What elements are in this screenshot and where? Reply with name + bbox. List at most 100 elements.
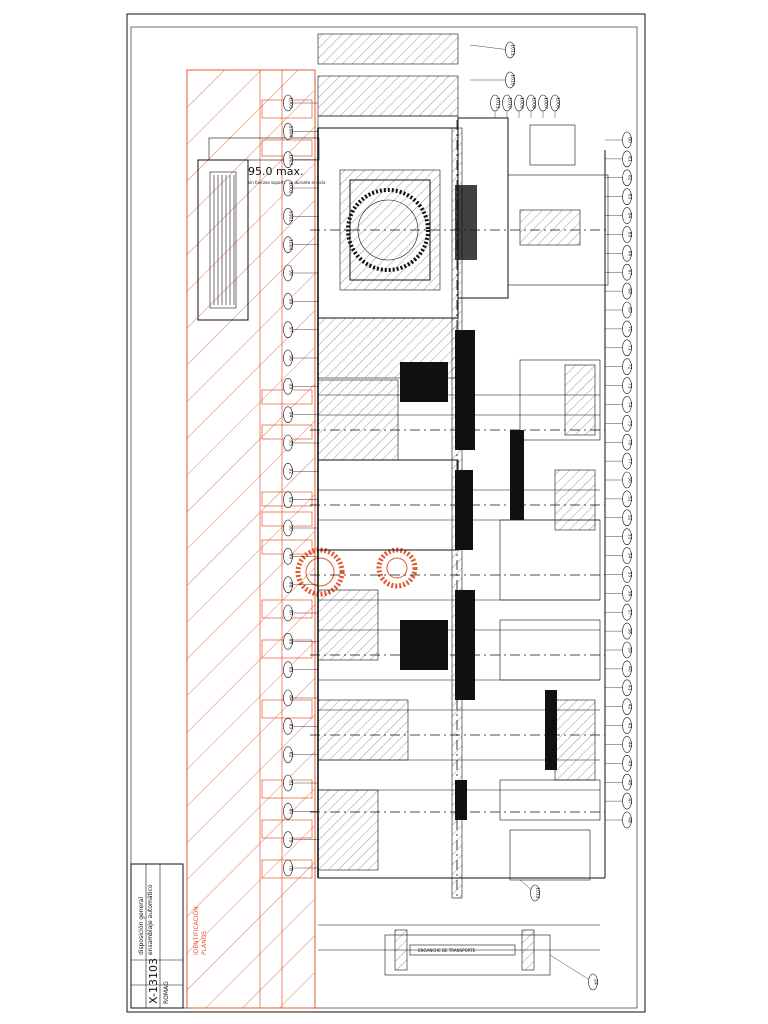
transport-hook-label: ENGANCHE DE TRANSPORTE <box>418 948 476 953</box>
max-dimension-label: 95.0 max. <box>248 165 303 178</box>
callout-bubble-left: 94 <box>283 406 318 423</box>
svg-text:69: 69 <box>627 307 633 313</box>
svg-text:72: 72 <box>627 364 633 370</box>
svg-text:83: 83 <box>288 723 294 729</box>
svg-text:67: 67 <box>627 269 633 275</box>
drawing-title-line-1: ensamblaje automático <box>147 884 154 955</box>
callout-bubbles: 6061626364656667686970717273747576775051… <box>283 41 633 991</box>
callout-bubble-top: 1009 <box>514 94 525 118</box>
callout-bubble-right: 42 <box>605 698 633 715</box>
svg-text:1011: 1011 <box>495 97 501 109</box>
svg-text:88: 88 <box>288 582 294 588</box>
svg-text:1007: 1007 <box>543 97 549 109</box>
svg-text:1006: 1006 <box>555 97 561 109</box>
callout-bubble-left: 82 <box>283 746 318 763</box>
callout-bubble-right: 41 <box>605 679 633 697</box>
svg-text:1005: 1005 <box>288 97 294 109</box>
callout-bubble-left: 91 <box>283 491 318 508</box>
svg-text:91: 91 <box>288 497 294 503</box>
svg-text:53: 53 <box>627 534 633 540</box>
svg-text:61: 61 <box>627 156 633 162</box>
callout-bubble-left: 84 <box>283 689 318 707</box>
svg-text:55: 55 <box>627 572 633 578</box>
callout-bubble-right: 50 <box>605 471 633 489</box>
svg-text:66: 66 <box>627 250 633 256</box>
svg-text:48: 48 <box>627 817 633 823</box>
svg-text:1012: 1012 <box>535 887 541 899</box>
callout-bubble-left: 88 <box>283 576 318 593</box>
svg-text:1004: 1004 <box>288 126 294 138</box>
callout-bubble-right: 44 <box>605 736 633 753</box>
machine-base-phantom: IDENTIFICACIÓN PLANOS <box>186 69 418 1009</box>
callout-bubble-right: 69 <box>605 301 633 319</box>
callout-bubble-right: 57 <box>605 603 633 621</box>
svg-text:68: 68 <box>627 288 633 294</box>
callout-bubble-right: 55 <box>605 566 633 583</box>
drawing-number: X-13103 <box>147 958 160 1004</box>
svg-text:81: 81 <box>288 780 294 786</box>
svg-text:47: 47 <box>627 798 633 804</box>
svg-text:87: 87 <box>288 610 294 616</box>
svg-text:79: 79 <box>288 837 294 843</box>
company-name: ROMAG <box>163 981 170 1004</box>
svg-text:60: 60 <box>627 137 633 143</box>
callout-bubble-top: 1006 <box>550 94 561 118</box>
svg-text:73: 73 <box>627 383 633 389</box>
svg-text:1009: 1009 <box>519 97 525 109</box>
callout-bubble-left: 87 <box>283 604 318 622</box>
svg-text:93: 93 <box>288 440 294 446</box>
svg-text:41: 41 <box>627 685 633 691</box>
svg-text:58: 58 <box>627 628 633 634</box>
callout-bubble-left: 90 <box>283 519 318 537</box>
callout-bubble-bottom: 1012 <box>519 879 541 902</box>
callout-bubble-left: 97 <box>283 321 318 338</box>
svg-text:44: 44 <box>627 742 633 748</box>
inner-border <box>130 26 638 1009</box>
svg-text:76: 76 <box>627 439 633 445</box>
svg-text:64: 64 <box>627 213 633 219</box>
svg-text:74: 74 <box>627 402 633 408</box>
svg-text:99: 99 <box>288 270 294 276</box>
main-assembly: ENGANCHE DE TRANSPORTE <box>310 33 610 976</box>
callout-bubble-left: 86 <box>283 633 318 650</box>
svg-text:1010: 1010 <box>510 74 516 86</box>
svg-text:57: 57 <box>627 609 633 615</box>
gear-phantom-left <box>295 547 345 597</box>
svg-text:96: 96 <box>288 355 294 361</box>
svg-text:42: 42 <box>627 704 633 710</box>
svg-text:75: 75 <box>627 420 633 426</box>
callout-bubble-left: 81 <box>283 774 318 792</box>
callout-bubble-left: 96 <box>283 349 318 367</box>
callout-bubble-right: 71 <box>605 339 633 357</box>
callout-bubble-top: 1010 <box>470 71 516 89</box>
callout-bubble-right: 59 <box>605 641 633 659</box>
gear-top <box>346 188 430 272</box>
callout-bubble-left: 1005 <box>283 94 318 112</box>
callout-bubble-right: 52 <box>605 509 633 527</box>
callout-bubble-left: 89 <box>283 548 318 565</box>
svg-text:51: 51 <box>627 496 633 502</box>
callout-bubble-left: 83 <box>283 718 318 735</box>
svg-text:70: 70 <box>627 326 633 332</box>
svg-text:24: 24 <box>593 979 599 985</box>
callout-bubble-left: 85 <box>283 661 318 678</box>
svg-text:82: 82 <box>288 752 294 758</box>
svg-text:1001: 1001 <box>288 211 294 223</box>
callout-bubble-left: 79 <box>283 831 318 848</box>
svg-text:40: 40 <box>627 666 633 672</box>
callout-bubble-top: 1010 <box>502 94 513 118</box>
callout-bubble-right: 75 <box>605 415 633 432</box>
callout-bubble-right: 73 <box>605 377 633 394</box>
callout-bubble-left: 1000 <box>283 236 318 253</box>
svg-text:65: 65 <box>627 232 633 238</box>
outer-border <box>126 13 646 1013</box>
svg-text:1008: 1008 <box>531 97 537 109</box>
svg-text:56: 56 <box>627 590 633 596</box>
callout-bubble-right: 61 <box>605 150 633 168</box>
callout-bubble-left: 93 <box>283 434 318 452</box>
callout-bubble-left: 78 <box>283 859 318 877</box>
svg-text:1011: 1011 <box>510 44 516 56</box>
callout-bubble-top: 1007 <box>538 94 549 118</box>
svg-text:63: 63 <box>627 194 633 200</box>
svg-text:89: 89 <box>288 553 294 559</box>
